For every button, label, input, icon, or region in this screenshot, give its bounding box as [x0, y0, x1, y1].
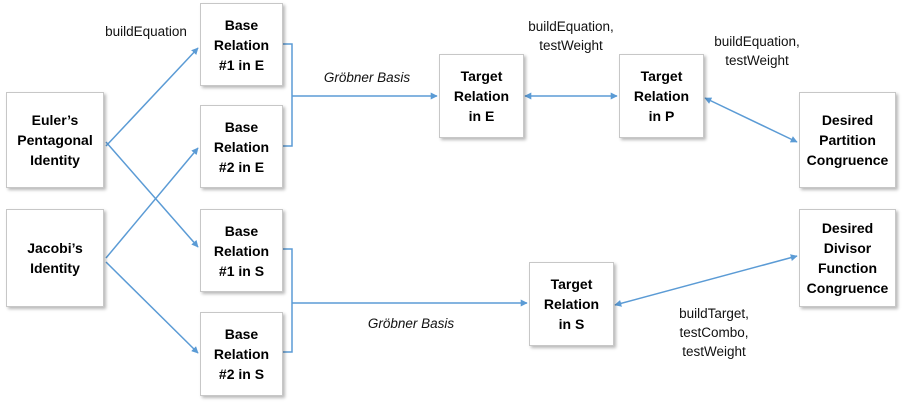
- node-target-relation-e: Target Relation in E: [439, 54, 524, 138]
- node-desired-partition-congruence: Desired Partition Congruence: [799, 92, 896, 188]
- node-base-relation-1-e: Base Relation #1 in E: [200, 3, 283, 86]
- node-target-relation-p: Target Relation in P: [619, 54, 704, 138]
- label-groebner-basis-bottom: Gröbner Basis: [367, 316, 455, 331]
- node-jacobi-identity: Jacobi’s Identity: [6, 209, 104, 307]
- node-base-relation-1-s: Base Relation #1 in S: [200, 209, 283, 292]
- arrow-target-p-partition: [704, 97, 798, 143]
- arrow-jacobi-to-base2-e: [105, 147, 199, 259]
- bracket-base-s: [283, 248, 293, 353]
- arrow-target-s-divisor: [614, 254, 798, 307]
- node-base-relation-2-e: Base Relation #2 in E: [200, 105, 283, 188]
- node-base-relation-2-s: Base Relation #2 in S: [200, 312, 283, 396]
- label-p-to-partition-methods: buildEquation, testWeight: [714, 34, 800, 68]
- label-s-to-divisor-methods: buildTarget, testCombo, testWeight: [679, 306, 749, 359]
- bracket-base-e: [283, 43, 293, 147]
- arrow-jacobi-to-base2-s: [105, 261, 199, 354]
- label-e-to-p-methods: buildEquation, testWeight: [528, 19, 614, 53]
- label-groebner-basis-top: Gröbner Basis: [323, 70, 411, 85]
- label-build-equation: buildEquation: [105, 24, 187, 39]
- arrow-euler-to-base1-s: [105, 141, 199, 248]
- node-desired-divisor-function-congruence: Desired Divisor Function Congruence: [799, 209, 896, 307]
- node-target-relation-s: Target Relation in S: [529, 262, 614, 346]
- arrow-euler-to-base1-e: [105, 47, 199, 147]
- node-euler-identity: Euler’s Pentagonal Identity: [6, 92, 104, 188]
